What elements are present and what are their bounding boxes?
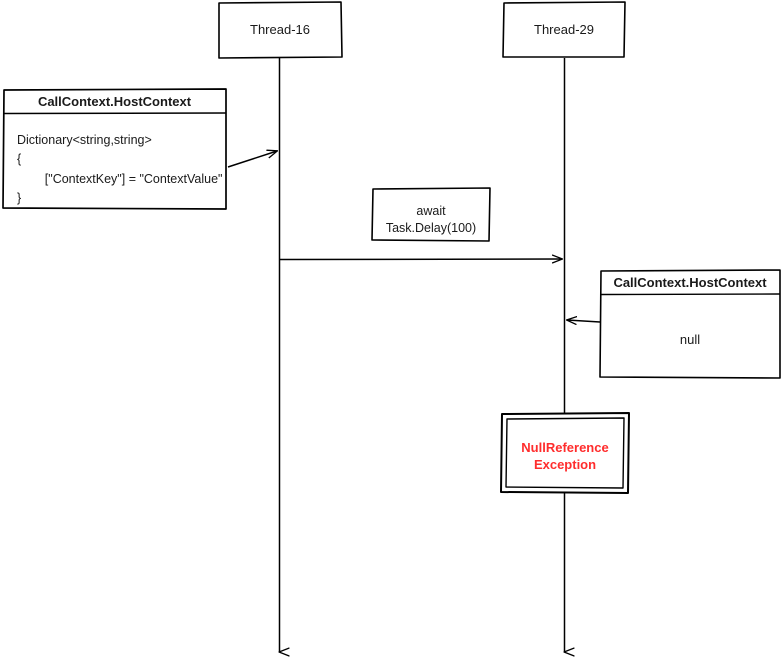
note-title-host-context-null: CallContext.HostContext	[613, 275, 767, 290]
note-null-reference-exception[interactable]	[500, 412, 630, 494]
lifeline-label-thread-16: Thread-16	[250, 22, 310, 37]
lifeline-head-thread-16[interactable]	[218, 1, 343, 59]
note-body-await-task-delay: await Task.Delay(100)	[385, 204, 477, 235]
message-arrow-read-host-context-null	[567, 320, 601, 322]
note-body-host-context-dictionary: Dictionary<string,string> { ["ContextKey…	[17, 133, 223, 206]
lifeline-label-thread-29: Thread-29	[534, 22, 594, 37]
message-arrow-set-host-context	[227, 151, 277, 168]
note-title-host-context-dictionary: CallContext.HostContext	[37, 94, 192, 109]
note-body-null-reference-exception: NullReference Exception	[521, 440, 609, 472]
note-await-task-delay[interactable]	[371, 187, 491, 242]
note-host-context-dictionary[interactable]	[2, 88, 227, 210]
lifeline-head-thread-29[interactable]	[502, 1, 626, 58]
note-body-host-context-null: null	[679, 332, 701, 347]
note-host-context-null[interactable]	[599, 269, 781, 379]
message-arrow-await-continuation	[279, 259, 562, 260]
